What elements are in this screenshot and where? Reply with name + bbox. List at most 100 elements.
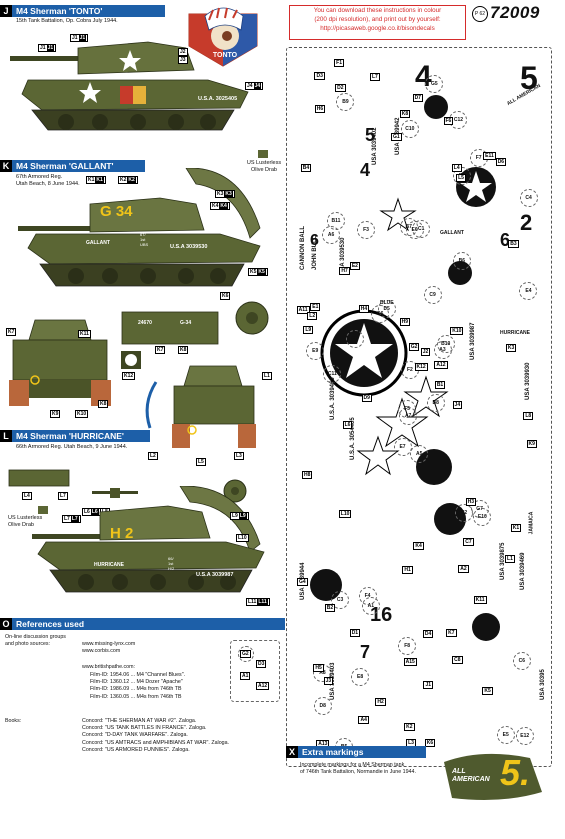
decal-tag-l9: L9 xyxy=(303,325,314,334)
tonto-emblem xyxy=(188,7,258,67)
section-k-subtitle: 67th Armored Reg.Utah Beach, 8 June 1944… xyxy=(16,174,80,187)
decal-tag-l1: L1 xyxy=(505,554,515,563)
tank-l-profile xyxy=(32,486,265,593)
decal-tag-k12: K12 xyxy=(414,363,428,372)
decal-tag-l4: L4 xyxy=(451,164,462,173)
decal-tag-a11: A11 xyxy=(296,305,310,314)
decal-tag-b2: B2 xyxy=(324,603,336,612)
all-american-logo-number: 5. xyxy=(500,752,531,793)
rear-label-2: G-34 xyxy=(180,320,192,326)
decal-circle-g3: G3 xyxy=(345,329,364,348)
decal-tag-l2: L2 xyxy=(307,311,318,320)
tag-j2: J2 xyxy=(178,48,188,56)
big-number-7: 7 xyxy=(360,642,371,662)
decal-circle-b8: B8 xyxy=(426,394,445,413)
decal-tag-f6: F6 xyxy=(443,117,454,126)
decal-tag-h7: H7 xyxy=(339,267,350,276)
decal-tag-h3: H3 xyxy=(465,497,477,506)
section-l-subtitle: 66th Armored Reg. Utah Beach, 9 June 194… xyxy=(16,444,128,450)
decal-tag-j1: J1 xyxy=(423,681,434,690)
big-number-4-b: 4 xyxy=(360,160,371,180)
decal-tag-l5: L5 xyxy=(456,173,466,182)
mini-decal-circle xyxy=(238,646,254,662)
decal-tag-d6: D6 xyxy=(495,158,507,167)
references-title: References used xyxy=(16,619,85,629)
tag-l7-top: L7 xyxy=(58,492,68,500)
mini-decal-g2: G2 xyxy=(240,650,251,658)
mini-decal-a1: A1 xyxy=(240,672,251,680)
decal-tag-g1: G1 xyxy=(391,133,402,142)
decal-circle-c3: C3 xyxy=(331,591,350,610)
references-header: O References used xyxy=(0,618,285,630)
big-number-5-b: 5 xyxy=(365,125,376,145)
tag-k7: K7 xyxy=(155,346,166,354)
big-number-5: 5 xyxy=(520,60,538,96)
decal-tag-k2: K2 xyxy=(404,723,415,732)
decal-tag-h5: H5 xyxy=(313,664,324,673)
olive-drab-swatch-l xyxy=(38,506,48,514)
decal-tag-a2: A2 xyxy=(458,565,469,574)
tag-l4: L4 xyxy=(22,492,32,500)
tank-l-front-view xyxy=(172,365,256,448)
decal-name-blue: BLUE xyxy=(380,300,394,306)
decal-circle-f8: F8 xyxy=(398,636,417,655)
big-number-6: 6 xyxy=(500,230,511,250)
decal-tag-h9: H9 xyxy=(399,317,411,326)
tank-l-name: HURRICANE xyxy=(94,562,124,568)
tag-k8: K8 xyxy=(178,346,189,354)
decal-tag-g4: G4 xyxy=(297,578,308,587)
product-number: 72009 xyxy=(490,3,540,22)
serial-strip-9: CANNON BALL xyxy=(300,226,306,270)
sheet-badge: P 62 xyxy=(472,6,488,22)
tank-k-name: GALLANT xyxy=(86,240,110,246)
section-j-letter: J xyxy=(0,5,12,17)
decal-name-hurricane: HURRICANE xyxy=(500,330,530,336)
decal-tag-k5: K5 xyxy=(482,687,493,696)
decal-tag-h8: H8 xyxy=(302,471,313,480)
section-j-header: J M4 Sherman 'TONTO' xyxy=(0,5,165,17)
section-j-subtitle: 15th Tank Battalion, Op. Cobra July 1944… xyxy=(16,18,118,24)
decal-tag-h4: H4 xyxy=(358,305,370,314)
decal-tag-d1: D1 xyxy=(349,629,361,638)
decal-sheet xyxy=(286,47,552,767)
tank-k-badge xyxy=(121,351,141,369)
tag-l2: L2 xyxy=(148,452,158,460)
serial-strip-10: JOHN BULL xyxy=(312,235,318,270)
references-books-label: Books: xyxy=(5,718,22,724)
decal-circle-e6: E6 xyxy=(405,220,424,239)
tag-l1: L1 xyxy=(262,372,272,380)
section-l-header: L M4 Sherman 'HURRICANE' xyxy=(0,430,150,442)
decal-tag-g2: G2 xyxy=(408,343,420,352)
tank-k-front-view xyxy=(9,319,111,406)
decal-tag-l8: L8 xyxy=(523,411,534,420)
tag-l5: L5 xyxy=(196,458,206,466)
decal-tag-k6: K6 xyxy=(424,739,436,748)
serial-strip-7: USA 3039469 xyxy=(520,552,526,590)
mini-decal-panel xyxy=(230,640,280,702)
tag-k11: K11 xyxy=(78,330,91,338)
all-american-logo xyxy=(444,753,542,800)
references-films: Film-ID: 1954.06 ... M4 "Channel Blues".… xyxy=(90,672,186,700)
decal-name-gallant: GALLANT xyxy=(440,230,464,236)
decal-circle-f5: F5 xyxy=(397,400,416,419)
decal-tag-a12: A12 xyxy=(434,361,448,370)
tank-l-rear-deck xyxy=(8,469,70,487)
decal-name-jamaica: JAMAICA xyxy=(528,511,535,535)
mini-decal-a12: A12 xyxy=(256,682,270,690)
decal-tag-j2: J2 xyxy=(420,348,431,357)
section-k-title: M4 Sherman 'GALLANT' xyxy=(16,161,114,171)
decal-circle-e12: E12 xyxy=(515,727,534,746)
decal-tag-d2: D2 xyxy=(335,83,346,92)
decal-circle-c6: C6 xyxy=(512,651,531,670)
tag-k10: K10 xyxy=(75,410,89,418)
decal-tag-b4: B4 xyxy=(300,164,312,173)
tag-k8-front: K8 xyxy=(98,400,109,408)
